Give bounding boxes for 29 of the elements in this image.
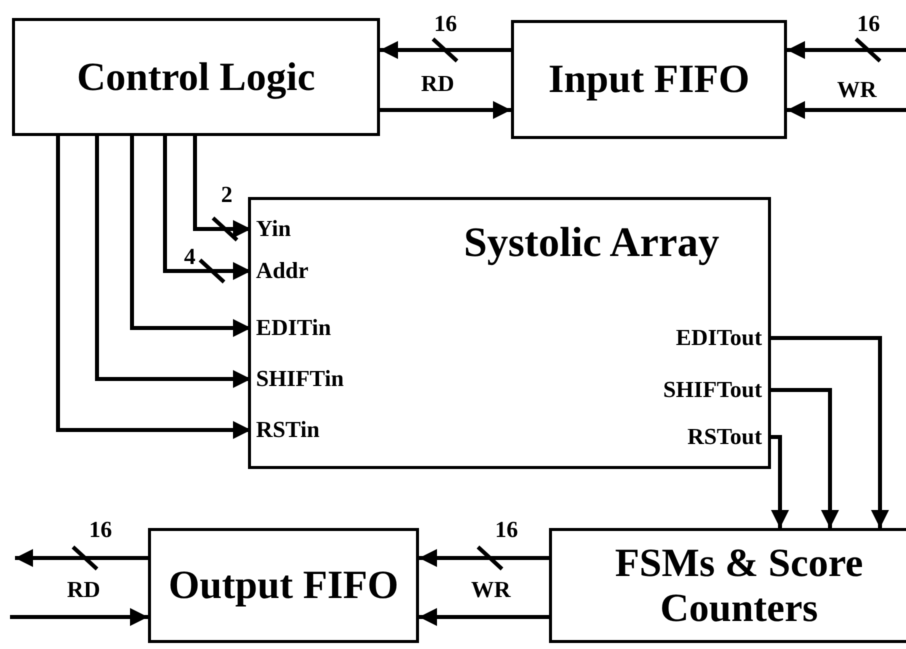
port-label: RSTout — [687, 424, 768, 450]
arrow — [771, 336, 889, 528]
arrow — [419, 608, 549, 626]
block-title: FSMs & Score Counters — [614, 540, 864, 630]
input-fifo-block — [511, 20, 787, 139]
port-label: EDITin — [251, 315, 332, 341]
arrow — [787, 41, 906, 59]
port-label: SHIFTout — [663, 377, 768, 403]
block-title: Input FIFO — [548, 57, 750, 102]
port-label: Addr — [251, 258, 308, 284]
arrow — [10, 608, 148, 626]
arrow — [771, 435, 789, 528]
arrow — [787, 101, 906, 119]
arrow — [419, 549, 549, 567]
fsm-score-counter-block — [549, 528, 906, 643]
output-fifo-block — [148, 528, 419, 643]
arrow — [15, 549, 148, 567]
arrow — [771, 388, 839, 528]
port-label: Yin — [251, 216, 291, 242]
port-label: RSTin — [251, 417, 320, 443]
arrow — [380, 101, 511, 119]
port-label: SHIFTin — [251, 366, 344, 392]
control-logic-block — [12, 18, 380, 136]
block-title: Output FIFO — [168, 563, 399, 608]
arrow — [380, 41, 511, 59]
port-label: EDITout — [676, 325, 768, 351]
block-title: Control Logic — [76, 54, 316, 100]
block-title: Systolic Array — [464, 220, 720, 268]
systolic-array-block — [248, 197, 771, 469]
